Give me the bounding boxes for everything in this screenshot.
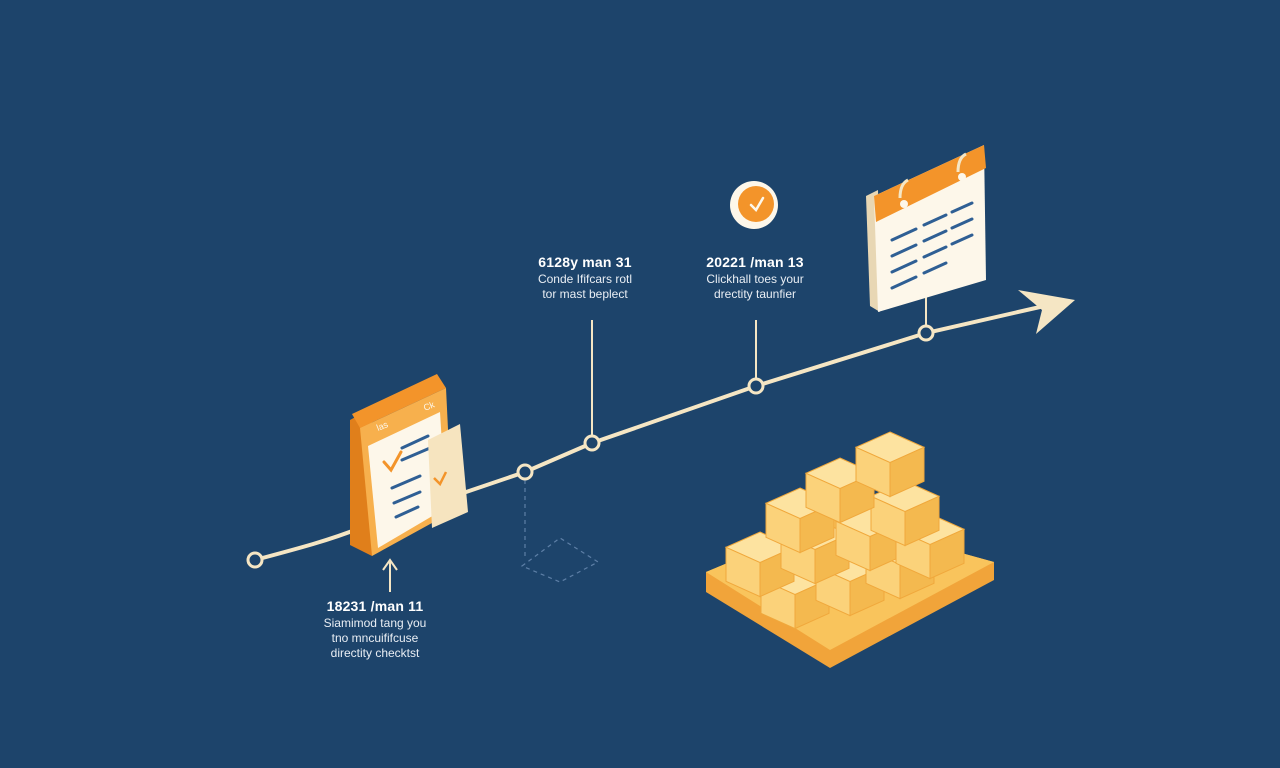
milestone-desc-2b: tor mast beplect	[542, 286, 628, 301]
node-5	[917, 324, 935, 342]
milestone-label-1: 18231 /man 11 Siamimod tang you tno mncu…	[300, 598, 450, 661]
up-arrow-icon	[382, 558, 398, 592]
box-stack-icon	[706, 431, 994, 668]
milestone-label-2: 6128y man 31 Conde Ififcars rotl tor mas…	[505, 254, 665, 302]
milestone-date-3: 20221 /man 13	[706, 254, 804, 270]
node-2	[516, 463, 534, 481]
milestone-desc-2a: Conde Ififcars rotl	[537, 271, 633, 286]
milestone-label-3: 20221 /man 13 Clickhall toes your drecti…	[670, 254, 840, 302]
box-cube	[854, 431, 926, 498]
milestone-date-1: 18231 /man 11	[326, 598, 424, 614]
dashed-projection	[520, 480, 600, 583]
milestone-desc-1b: tno mncuififcuse	[331, 630, 419, 645]
checklist-icon	[428, 424, 468, 528]
calendar-header-text: las	[375, 419, 390, 433]
calendar-icon-left: las Ck	[350, 374, 468, 556]
checkmark-icon	[382, 450, 403, 473]
arrow-icon	[1018, 290, 1075, 334]
milestone-date-2: 6128y man 31	[538, 254, 632, 270]
clock-icon	[730, 181, 778, 229]
milestone-desc-1a: Siamimod tang you	[323, 615, 427, 630]
calendar-icon-right	[866, 145, 986, 312]
node-4	[747, 377, 765, 395]
timeline-nodes	[246, 324, 935, 569]
node-1	[246, 551, 264, 569]
milestone-desc-3b: drectity taunfier	[713, 286, 797, 301]
milestone-desc-1c: directity checktst	[330, 645, 420, 660]
calendar-header-mark: Ck	[422, 399, 436, 413]
node-3	[583, 434, 601, 452]
milestone-desc-3a: Clickhall toes your	[706, 271, 804, 286]
